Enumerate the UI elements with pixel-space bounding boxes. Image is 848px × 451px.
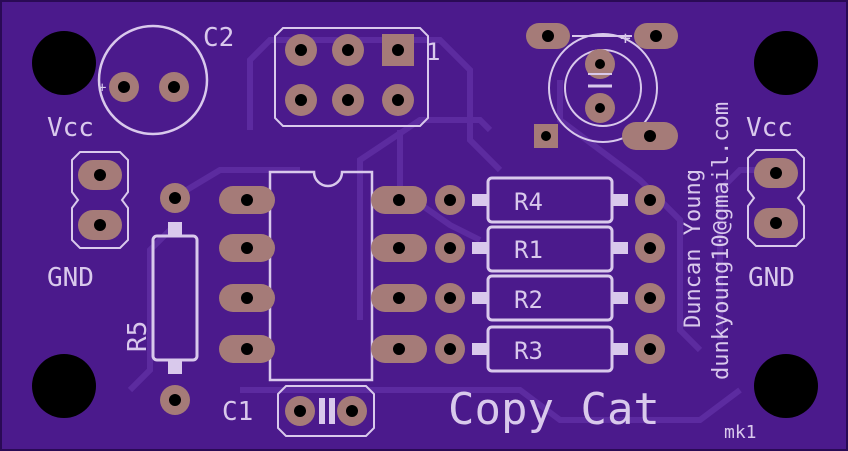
left-connector-outline xyxy=(71,151,129,249)
vcc-right-label: Vcc xyxy=(746,113,793,143)
pad-hole xyxy=(393,343,405,355)
r1-lead xyxy=(612,242,628,254)
resistor-r4: R4 xyxy=(435,176,665,224)
resistor-r5: R5 xyxy=(123,183,199,415)
c1-label: C1 xyxy=(222,397,253,427)
c1-plate xyxy=(329,398,335,424)
mount-hole-top-left xyxy=(32,31,96,95)
mount-hole-top-right xyxy=(754,31,818,95)
resistor-r3: R3 xyxy=(435,325,665,373)
pad-hole xyxy=(241,292,253,304)
pad-hole xyxy=(241,343,253,355)
r5-lead xyxy=(168,222,182,236)
j1-pad-hole xyxy=(342,94,354,106)
c1-outline xyxy=(277,385,375,437)
pad-hole xyxy=(644,242,656,254)
gnd-left-label: GND xyxy=(47,263,94,293)
capacitor-c2: + C2 xyxy=(97,23,234,136)
pad-hole xyxy=(644,292,656,304)
r4-lead xyxy=(472,194,488,206)
pad-hole xyxy=(346,405,358,417)
pad-hole xyxy=(94,169,106,181)
c2-plus-mark: + xyxy=(98,80,106,96)
power-connector-left: Vcc GND xyxy=(47,113,129,293)
c2-outline xyxy=(97,24,209,136)
pad-hole xyxy=(241,242,253,254)
ic-outline xyxy=(268,170,374,382)
tr-outline-outer xyxy=(548,33,658,143)
r4-lead xyxy=(612,194,628,206)
pad-hole xyxy=(169,192,181,204)
r5-lead xyxy=(168,360,182,374)
r1-lead xyxy=(472,242,488,254)
r3-lead xyxy=(472,343,488,355)
author-name: Duncan Young xyxy=(681,169,706,328)
resistor-r2: R2 xyxy=(435,274,665,322)
j1-pin1-label: 1 xyxy=(426,38,440,66)
power-connector-right: Vcc GND xyxy=(746,113,805,293)
tr-pad-hole xyxy=(644,130,656,142)
gnd-right-label: GND xyxy=(748,263,795,293)
c1-plate xyxy=(319,398,325,424)
pad-hole xyxy=(393,292,405,304)
j1-pad-hole xyxy=(295,94,307,106)
pad-hole xyxy=(94,219,106,231)
j1-pad-hole xyxy=(392,94,404,106)
header-j1: 1 xyxy=(274,27,440,127)
tr-pad-hole xyxy=(650,30,662,42)
pad-hole xyxy=(770,167,782,179)
mount-hole-bottom-right xyxy=(754,354,818,418)
board-title: Copy Cat xyxy=(448,384,660,435)
pad-hole xyxy=(644,343,656,355)
pad-hole xyxy=(444,343,456,355)
ic-dip8 xyxy=(219,170,427,382)
pad-hole xyxy=(393,194,405,206)
tr-pad-hole xyxy=(542,30,554,42)
j1-pad-hole xyxy=(342,44,354,56)
r3-lead xyxy=(612,343,628,355)
tr-pad-hole xyxy=(595,59,605,69)
r2-lead xyxy=(472,292,488,304)
r1-label: R1 xyxy=(514,236,543,264)
j1-outline xyxy=(274,27,429,127)
pad-hole xyxy=(444,194,456,206)
right-connector-outline xyxy=(747,149,805,247)
author-email: dunkyoung10@gmail.com xyxy=(709,102,734,380)
pad-hole xyxy=(393,242,405,254)
resistor-r1: R1 xyxy=(435,225,665,273)
j1-pad-hole xyxy=(392,44,404,56)
tr-plus-mark: + xyxy=(620,28,631,49)
c2-pad-hole xyxy=(118,81,130,93)
r2-lead xyxy=(612,292,628,304)
capacitor-c1: C1 xyxy=(222,385,375,437)
c2-pad-hole xyxy=(168,81,180,93)
r3-label: R3 xyxy=(514,337,543,365)
r2-label: R2 xyxy=(514,286,543,314)
c2-label: C2 xyxy=(203,23,234,53)
r5-label: R5 xyxy=(123,321,153,352)
pad-hole xyxy=(644,194,656,206)
r4-label: R4 xyxy=(514,188,543,216)
pad-hole xyxy=(770,217,782,229)
component-top-right: + xyxy=(526,23,678,150)
tr-pad-hole xyxy=(541,131,551,141)
tr-pad-hole xyxy=(595,103,605,113)
mount-hole-bottom-left xyxy=(32,354,96,418)
board-version: mk1 xyxy=(724,422,757,443)
vcc-left-label: Vcc xyxy=(47,113,94,143)
pad-hole xyxy=(294,405,306,417)
pad-hole xyxy=(241,194,253,206)
pad-hole xyxy=(169,394,181,406)
j1-pad-hole xyxy=(295,44,307,56)
pad-hole xyxy=(444,242,456,254)
pad-hole xyxy=(444,292,456,304)
